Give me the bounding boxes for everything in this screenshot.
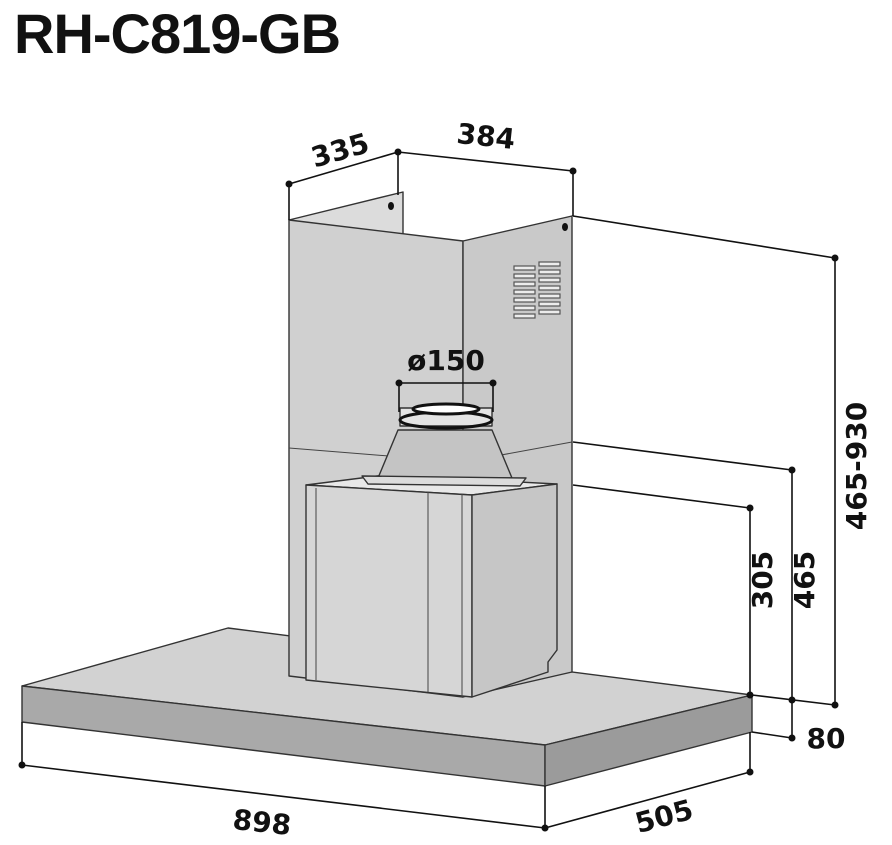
- dim-chimney-width: 384: [455, 117, 517, 156]
- dim-height-305: 305: [746, 551, 779, 609]
- motor-side-face: [471, 483, 558, 698]
- screw-hole-icon: [388, 202, 394, 210]
- transition-flange: [361, 475, 527, 487]
- motor-housing: [305, 474, 558, 698]
- transition-piece: [377, 429, 513, 479]
- dim-height-465: 465: [788, 551, 821, 609]
- dim-chimney-depth: 335: [307, 127, 372, 175]
- page-title: RH-C819-GB: [14, 2, 341, 65]
- dim-canopy-width: 898: [231, 803, 293, 842]
- screw-hole-icon: [562, 223, 568, 231]
- dimension-lines: [18, 148, 839, 832]
- dim-outlet-diameter: ø150: [407, 344, 485, 377]
- outlet-opening: [411, 402, 481, 416]
- dim-total-height: 465-930: [840, 402, 873, 531]
- motor-front-face: [305, 484, 473, 698]
- dim-canopy-depth: 505: [632, 793, 697, 840]
- vent-grille-icon: [513, 261, 561, 319]
- air-outlet: [361, 402, 527, 487]
- dim-canopy-thickness: 80: [807, 722, 846, 755]
